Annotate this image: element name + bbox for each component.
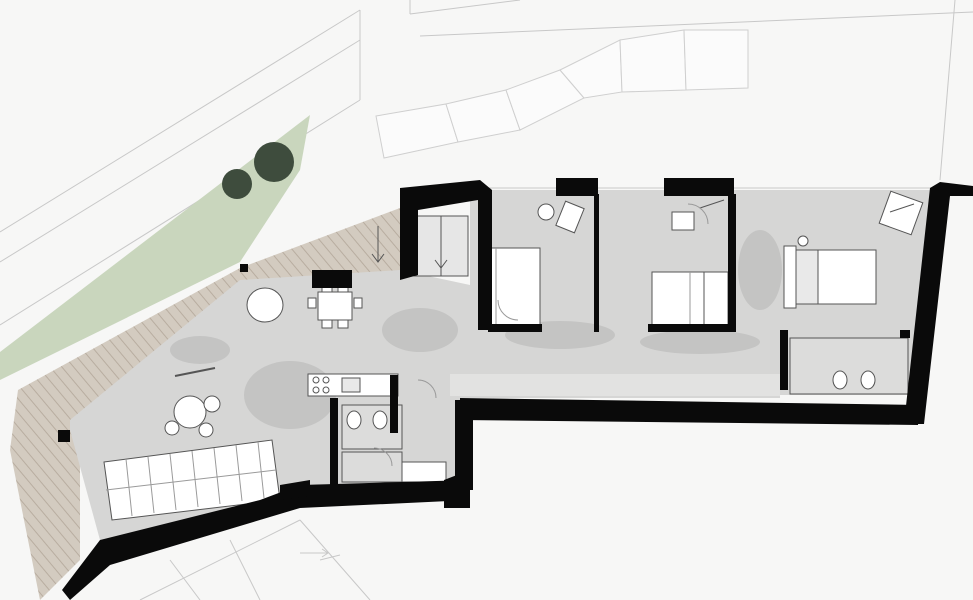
tree-icon <box>222 142 294 199</box>
kitchen-counter <box>307 373 399 397</box>
bedroom-1 <box>489 200 585 329</box>
rug-line <box>174 367 216 377</box>
walls <box>58 178 973 600</box>
bedroom-2 <box>651 199 729 327</box>
coffee-table <box>164 395 221 438</box>
door-swings <box>373 203 709 467</box>
terrace-deck <box>10 208 400 600</box>
master-bedroom <box>783 190 924 309</box>
bathroom-2 <box>789 337 909 395</box>
parking-stalls <box>375 29 749 159</box>
down-arrow-icon <box>371 226 448 269</box>
round-armchair <box>246 287 284 323</box>
dimension-arrow-icon <box>300 548 329 558</box>
corridor <box>450 374 780 396</box>
landscape-lines <box>139 519 371 600</box>
